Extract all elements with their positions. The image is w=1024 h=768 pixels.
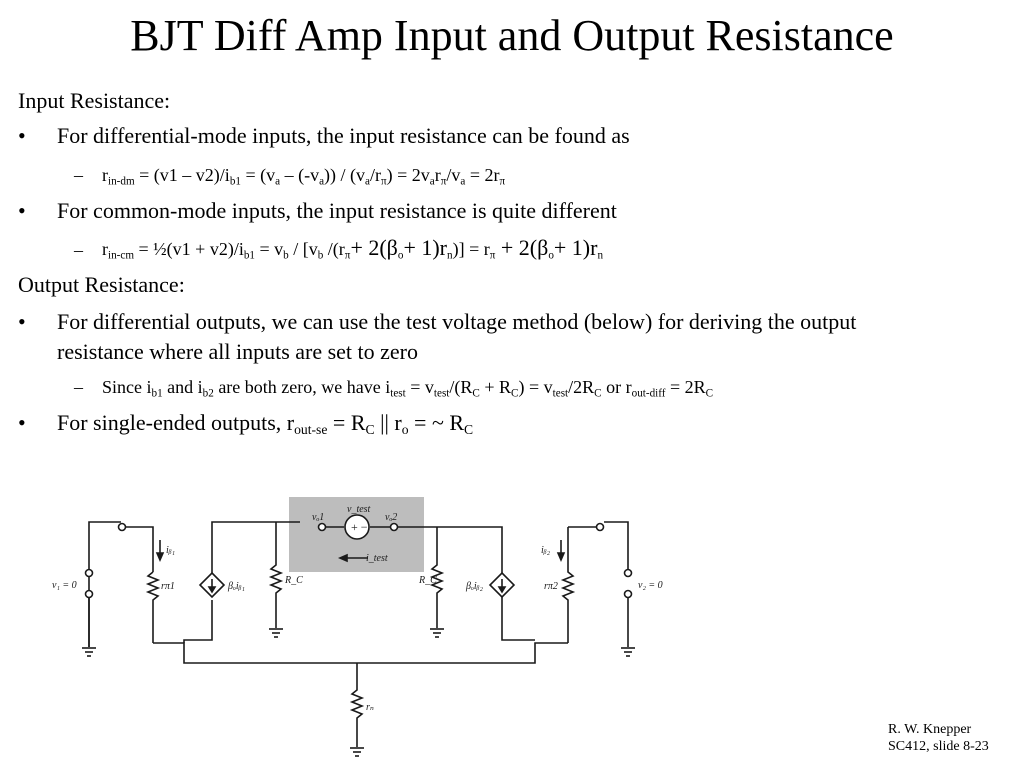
equation-rin-dm: rin-dm = (v1 – v2)/ib1 = (va – (-va)) / …	[102, 165, 506, 188]
label-vo1: vₒ1	[312, 512, 324, 523]
label-ib2: iᵦ₂	[541, 545, 551, 556]
output-heading: Output Resistance:	[18, 272, 185, 297]
bullet-glyph: •	[18, 123, 26, 148]
footer-slide: SC412, slide 8-23	[888, 739, 989, 754]
dash-glyph: –	[74, 240, 83, 260]
label-vtest: v_test	[347, 504, 371, 515]
label-src2: βₒiᵦ₂	[465, 581, 483, 592]
label-rn: rₙ	[366, 702, 374, 713]
label-itest: i_test	[366, 553, 388, 564]
label-vo2: vₒ2	[385, 512, 397, 523]
slide-title: BJT Diff Amp Input and Output Resistance	[130, 11, 894, 60]
bullet-glyph: •	[18, 410, 26, 435]
input-bullet-common: For common-mode inputs, the input resist…	[57, 198, 617, 223]
output-bullet-single-ended: For single-ended outputs, rout-se = RC |…	[57, 410, 474, 438]
bullet-glyph: •	[18, 198, 26, 223]
label-v2: v₂ = 0	[638, 580, 663, 591]
bullet-glyph: •	[18, 309, 26, 334]
output-bullet-differential-line2: resistance where all inputs are set to z…	[57, 339, 419, 364]
label-ib1: iᵦ₁	[166, 545, 175, 556]
dash-glyph: –	[74, 377, 83, 397]
label-rpi1: rπ1	[161, 581, 175, 592]
label-rc-right: R_C	[418, 575, 437, 586]
label-src1: βₒiᵦ₁	[227, 581, 245, 592]
label-rpi2: rπ2	[544, 581, 558, 592]
label-rc-left: R_C	[284, 575, 303, 586]
dash-glyph: –	[74, 165, 83, 185]
output-bullet-differential-line1: For differential outputs, we can use the…	[57, 309, 857, 334]
input-heading: Input Resistance:	[18, 88, 171, 113]
equation-rout-diff: Since ib1 and ib2 are both zero, we have…	[102, 377, 714, 400]
label-v1: v₁ = 0	[52, 580, 77, 591]
test-source-plus-minus: + −	[351, 520, 368, 534]
equation-rin-cm: rin-cm = ½(v1 + v2)/ib1 = vb / [vb /(rπ+…	[102, 235, 604, 262]
input-bullet-differential: For differential-mode inputs, the input …	[57, 123, 630, 148]
footer: R. W. Knepper SC412, slide 8-23	[888, 721, 989, 755]
footer-author: R. W. Knepper	[888, 722, 972, 737]
